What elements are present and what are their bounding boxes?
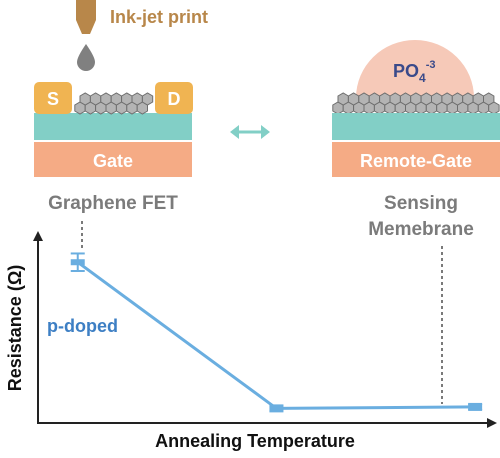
dielectric-layer bbox=[34, 113, 192, 140]
ink-droplet-icon bbox=[77, 44, 95, 71]
graphene-hexagon bbox=[379, 92, 391, 106]
sensing-membrane-device: PO4-3 Remote-Gate Sensing Memebrane bbox=[332, 40, 500, 240]
remote-gate-layer bbox=[332, 142, 500, 177]
sensing-caption-line2: Memebrane bbox=[368, 219, 474, 240]
y-axis-label: Resistance (Ω) bbox=[5, 265, 25, 391]
graphene-hexagon bbox=[389, 92, 401, 106]
inkjet-nozzle-icon bbox=[76, 0, 96, 34]
graphene-hexagon bbox=[451, 92, 464, 106]
series-line bbox=[76, 260, 476, 410]
graphene-hexagon bbox=[131, 92, 143, 106]
data-marker bbox=[70, 259, 85, 266]
plot-area bbox=[70, 252, 483, 413]
remote-gate-label: Remote-Gate bbox=[360, 151, 472, 171]
graphene-hexagon bbox=[483, 92, 495, 106]
graphene-hexagon bbox=[89, 92, 102, 106]
graphene-membrane bbox=[332, 92, 500, 115]
data-marker bbox=[468, 403, 483, 410]
data-point bbox=[468, 402, 483, 411]
inkjet-label: Ink-jet print bbox=[110, 7, 208, 27]
graphene-hexagon bbox=[431, 92, 443, 106]
sensing-caption-line1: Sensing bbox=[384, 193, 458, 214]
fet-caption: Graphene FET bbox=[48, 193, 178, 214]
gate-label: Gate bbox=[93, 151, 133, 171]
graphene-hexagon bbox=[368, 92, 381, 106]
graphene-hexagon bbox=[472, 92, 484, 106]
graphene-hexagon bbox=[79, 92, 91, 106]
data-marker bbox=[269, 405, 284, 412]
graphene-channel bbox=[74, 92, 154, 115]
graphene-hexagon bbox=[441, 92, 453, 106]
graphene-hexagon bbox=[337, 92, 349, 106]
graphene-hexagon bbox=[358, 92, 370, 106]
source-electrode bbox=[34, 82, 72, 114]
graphene-hexagon bbox=[420, 92, 432, 106]
graphene-hexagon bbox=[141, 92, 154, 106]
graphene-fet-device: Ink-jet print Gate S D Graphene FET bbox=[34, 0, 208, 214]
drain-electrode bbox=[155, 82, 193, 114]
membrane-dielectric-layer bbox=[332, 113, 500, 140]
graphene-hexagon bbox=[399, 92, 412, 106]
equivalence-arrow-icon bbox=[230, 125, 270, 139]
data-point bbox=[269, 404, 284, 413]
p-doped-annotation: p-doped bbox=[47, 316, 118, 336]
source-label: S bbox=[47, 89, 59, 109]
graphene-hexagon bbox=[410, 92, 422, 106]
graphene-hexagon bbox=[110, 92, 123, 106]
graphene-hexagon bbox=[121, 92, 133, 106]
data-point bbox=[70, 252, 85, 272]
resistance-chart: Resistance (Ω) Annealing Temperature p-d… bbox=[5, 221, 497, 451]
graphene-hexagon bbox=[347, 92, 360, 106]
drain-label: D bbox=[168, 89, 181, 109]
gate-layer bbox=[34, 142, 192, 177]
graphene-hexagon bbox=[100, 92, 112, 106]
x-axis-label: Annealing Temperature bbox=[155, 431, 355, 451]
graphene-hexagon bbox=[462, 92, 474, 106]
phosphate-ion-label: PO4-3 bbox=[393, 59, 435, 85]
phosphate-droplet bbox=[356, 40, 474, 98]
